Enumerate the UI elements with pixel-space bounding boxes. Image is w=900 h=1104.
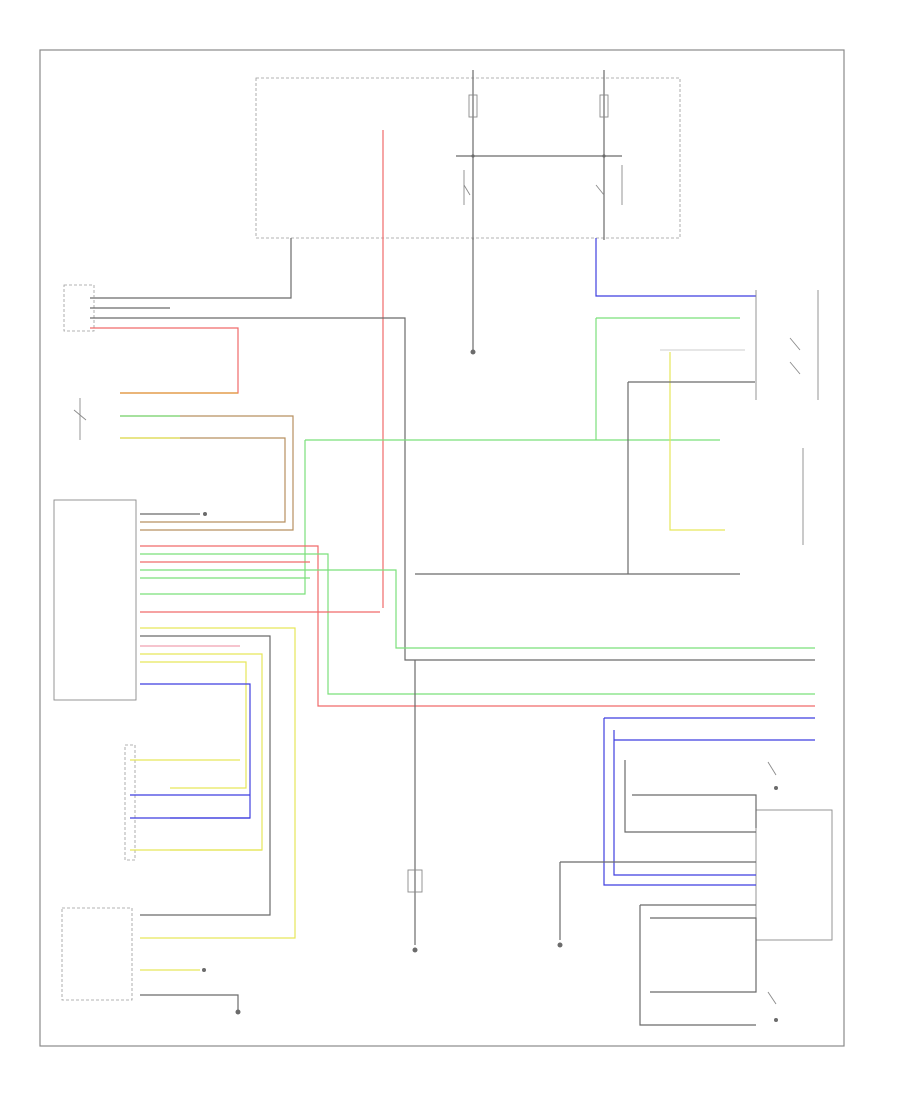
underhood-fuse-box (255, 77, 681, 239)
pcm-block (53, 499, 137, 701)
ground-bottom-right-icon (557, 942, 563, 948)
ground-bottom-center-icon (412, 947, 418, 953)
wire-blue-top (595, 238, 756, 297)
pcm-ground-icon (203, 512, 207, 516)
wire-black-long (90, 317, 815, 661)
wire-red-bottom (140, 545, 815, 707)
switch-mid-right-icon (767, 761, 778, 790)
wire-green-bottom (140, 553, 815, 695)
wire-brown-2 (120, 437, 286, 523)
diagram-border (39, 49, 845, 1047)
relay-switch-right-icon (595, 165, 623, 205)
wire-top-left-black (90, 238, 292, 299)
wire-yellow-right (669, 352, 725, 531)
fuse-left (468, 70, 478, 240)
wire-green-mid (140, 569, 815, 649)
ground-bottom-left-icon (235, 1009, 241, 1015)
ground-icon (470, 349, 476, 355)
sensor-left-upper-icon (73, 398, 87, 440)
switch-bottom-right-icon (767, 991, 778, 1022)
wire-blue-left (140, 683, 251, 819)
wire-brown-1 (120, 415, 294, 531)
wire-red-left (90, 327, 239, 394)
module-bottom-right (755, 809, 833, 941)
fuse-right (599, 70, 609, 240)
relay-switch-left-icon (463, 170, 471, 205)
sensor-left-low (124, 744, 136, 861)
brake-switch-icon (755, 290, 819, 400)
switch-bottom-left (61, 907, 133, 1001)
wire-yellow-long (140, 627, 296, 939)
left-connector-top (63, 284, 95, 332)
